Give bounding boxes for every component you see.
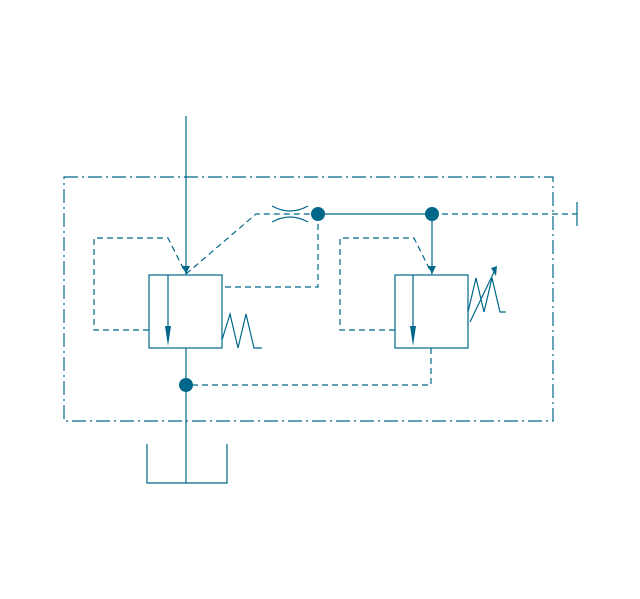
main-valve-drain-loop xyxy=(93,237,187,331)
main-valve-flow-arrow xyxy=(165,326,171,346)
component-enclosure-boundary xyxy=(63,176,554,422)
main-valve-spring-chamber-line xyxy=(222,214,319,288)
pilot-valve-body xyxy=(394,274,469,349)
main-valve-pilot-from-inlet xyxy=(185,213,318,275)
pilot-valve-spring xyxy=(467,277,506,313)
pilot-valve-drain-to-tank xyxy=(186,348,432,386)
main-valve-spring xyxy=(221,311,262,349)
pilot-valve-feed-arrow xyxy=(428,266,436,274)
pilot-valve-pilot-lines xyxy=(186,237,433,386)
pilot-valve-drain-loop xyxy=(339,237,433,331)
main-valve-pilot-lines xyxy=(93,213,319,331)
main-valve-body xyxy=(148,274,223,349)
inlet-flow-arrow xyxy=(182,266,190,274)
spring-adjustment-arrow-shaft xyxy=(469,269,496,323)
pilot-valve-flow-arrow xyxy=(410,326,416,346)
spring-adjustment-arrow-head xyxy=(491,266,497,276)
orifice-restrictor xyxy=(271,205,309,223)
tank-reservoir xyxy=(146,444,228,484)
